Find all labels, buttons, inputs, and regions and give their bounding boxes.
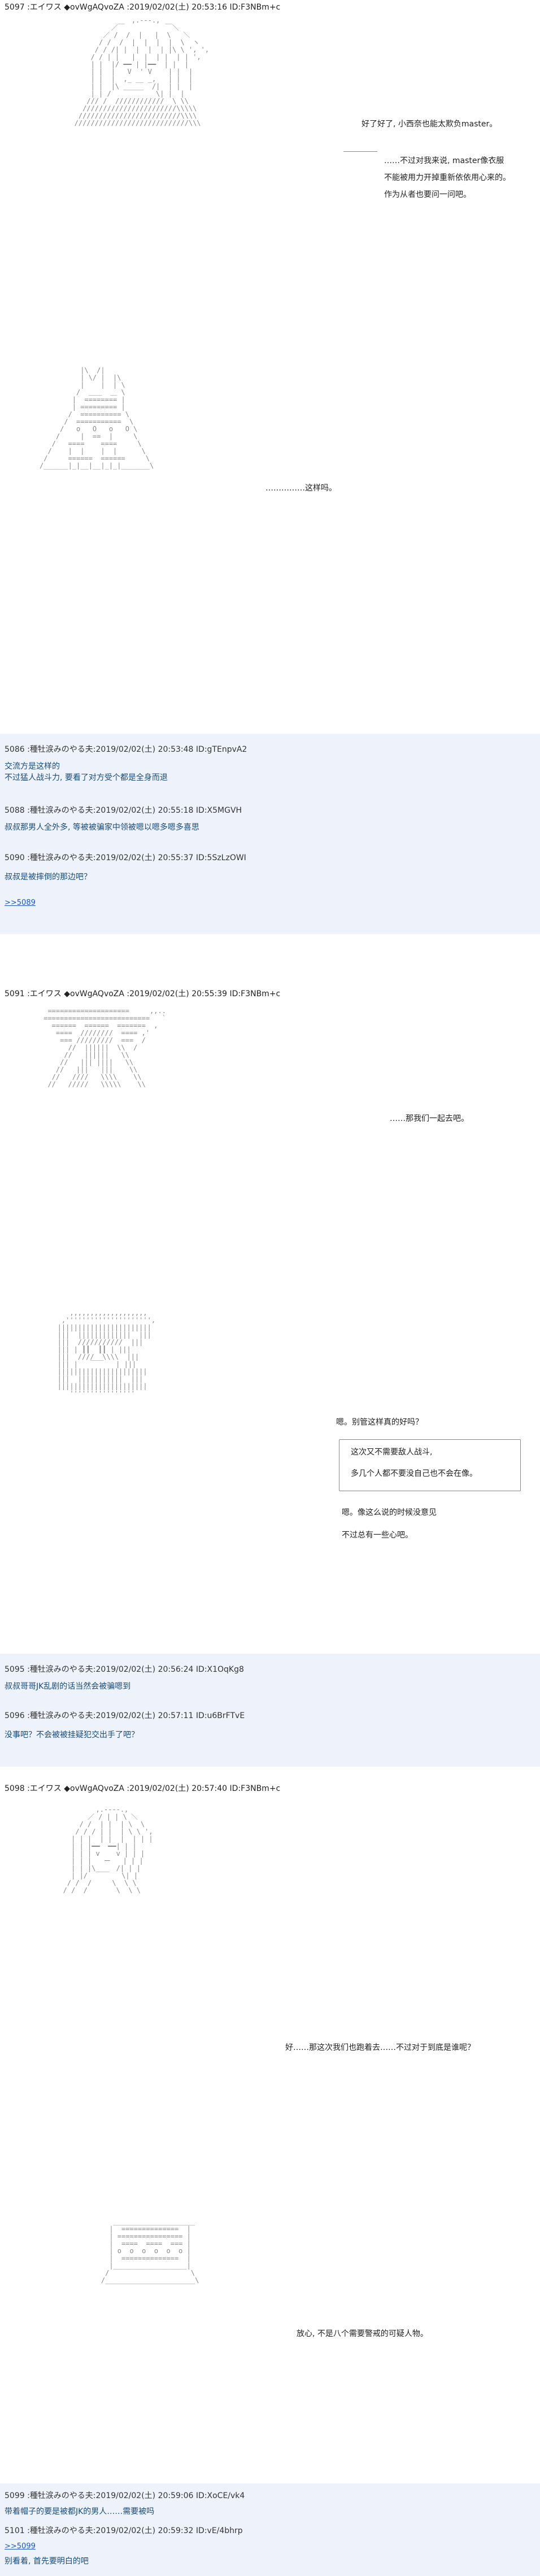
reply-body: 别看着, 首先要明白的吧	[5, 2557, 89, 2566]
dialogue-line: 好……那这次我们也跑着去……不过对于到底是谁呢？	[285, 2043, 475, 2052]
reply-body: 交流方是这样的 不过猛人战斗力, 要看了对方受个都是全身而退	[5, 762, 168, 782]
post-header: 5091 :エイワス ◆ovWgAQvoZA :2019/02/02(土) 20…	[5, 989, 281, 998]
post-header: 5098 :エイワス ◆ovWgAQvoZA :2019/02/02(土) 20…	[5, 1784, 281, 1793]
reply-anchor-link[interactable]: >>5089	[5, 899, 36, 907]
aa-art-post2-bottom: ,,,,,,,,,,,,,,,,,,, ,'''''''''''''''''''…	[57, 1309, 156, 1397]
dialogue-line: 放心, 不是八个需要警戒的可疑人物。	[297, 2329, 428, 2338]
dialogue-line: 多几个人都不要没自己也不会在像。	[351, 1469, 477, 1478]
dialogue-line: ……那我们一起去吧。	[390, 1114, 469, 1123]
aa-art-post3-bottom: ____________________ | ============== | …	[101, 2218, 199, 2284]
dialogue-line: 这次又不需要敌人战斗,	[351, 1448, 433, 1457]
dialogue-line: 不过总有一些心吧。	[342, 1531, 413, 1540]
aa-art-post2-top: ==================== ,,.. ==============…	[43, 1007, 166, 1088]
aa-art-post3-top: ,.-‐‐-., ／ / | | \ ＼ / / | | | \ \ / / /…	[63, 1806, 153, 1894]
dialogue-line: 不能被用力开掉重新依依用心来的。	[384, 173, 511, 182]
reply-meta: 5096 :種牡涙みのやる夫:2019/02/02(土) 20:57:11 ID…	[5, 1711, 245, 1720]
aa-art-post1-bottom: |\ /| | \/ | |\ | | | \ / ＿＿ ＿ \ | =====…	[40, 367, 154, 470]
reply-body: 叔叔是被摔倒的那边吧？	[5, 873, 92, 882]
reply-body: 带着帽子的要是被都JK的男人……需要被吗	[5, 2507, 155, 2516]
reply-anchor-link[interactable]: >>5099	[5, 2542, 36, 2551]
reply-body: 没事吧？不会被被挂疑犯交出手了吧？	[5, 1731, 139, 1740]
dialogue-line: ……………这样吗。	[265, 484, 337, 493]
reply-body: 叔叔那男人全外多, 等被被骗家中领被嗯以嗯多嗯多喜思	[5, 823, 199, 832]
reply-meta: 5088 :種牡涙みのやる夫:2019/02/02(土) 20:55:18 ID…	[5, 806, 242, 815]
dialogue-line: 嗯。像这么说的时候没意见	[342, 1508, 437, 1517]
speech-bubble: 这次又不需要敌人战斗, 多几个人都不要没自己也不会在像。	[339, 1439, 521, 1491]
dialogue-divider	[343, 151, 377, 152]
reply-meta: 5095 :種牡涙みのやる夫:2019/02/02(土) 20:56:24 ID…	[5, 1665, 244, 1674]
dialogue-line: 作为从者也要问一问吧。	[384, 190, 471, 199]
reply-meta: 5101 :種牡涙みのやる夫:2019/02/02(土) 20:59:32 ID…	[5, 2526, 243, 2535]
dialogue-line: ……不过对我来说, master像衣服	[384, 156, 504, 165]
reply-meta: 5090 :種牡涙みのやる夫:2019/02/02(土) 20:55:37 ID…	[5, 853, 246, 862]
aa-art-post1-top: ,.-‐-., ／￣ ￣＼ ／ / / | | \ ＼ / / / | | | …	[74, 17, 210, 127]
reply-meta: 5086 :種牡涙みのやる夫:2019/02/02(土) 20:53:48 ID…	[5, 745, 247, 754]
reply-meta: 5099 :種牡涙みのやる夫:2019/02/02(土) 20:59:06 ID…	[5, 2491, 245, 2500]
reply-block: 5099 :種牡涙みのやる夫:2019/02/02(土) 20:59:06 ID…	[0, 2483, 540, 2576]
dialogue-line: 嗯。别管这样真的好吗？	[336, 1418, 423, 1427]
reply-body: 叔叔哥哥JK乱剧的话当然会被骗嗯到	[5, 1682, 131, 1691]
reply-block: 5095 :種牡涙みのやる夫:2019/02/02(土) 20:56:24 ID…	[0, 1654, 540, 1767]
dialogue-line: 好了好了, 小西奈也能太欺负master。	[362, 120, 498, 129]
reply-block: 5086 :種牡涙みのやる夫:2019/02/02(土) 20:53:48 ID…	[0, 734, 540, 934]
post-header: 5097 :エイワス ◆ovWgAQvoZA :2019/02/02(土) 20…	[5, 3, 281, 12]
